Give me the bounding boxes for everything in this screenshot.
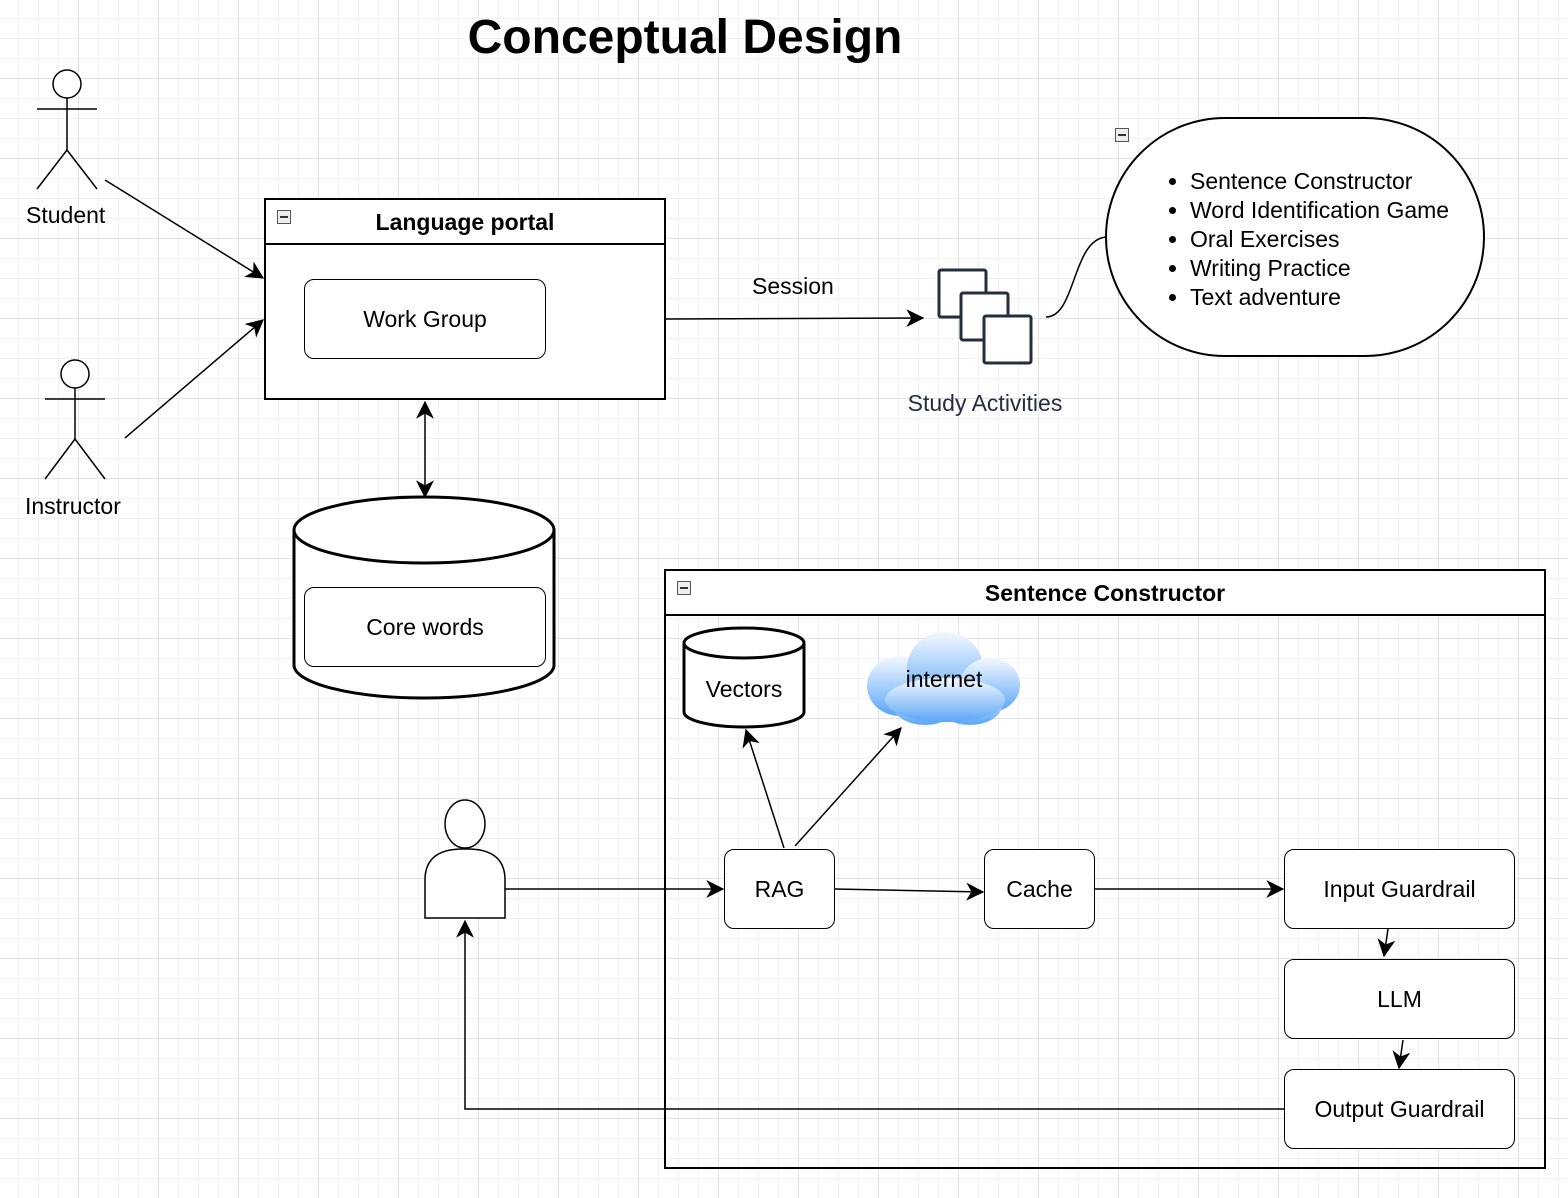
student-actor-icon: [36, 69, 98, 190]
llm-box[interactable]: LLM: [1284, 959, 1515, 1039]
session-arrow: [664, 309, 925, 328]
rag-to-internet-arrow: [794, 727, 902, 847]
internet-cloud-icon: [867, 632, 1020, 725]
cache-box[interactable]: Cache: [984, 849, 1095, 929]
output-guardrail-box[interactable]: Output Guardrail: [1284, 1069, 1515, 1149]
list-item: Oral Exercises: [1190, 225, 1449, 254]
core-words-box[interactable]: Core words: [304, 587, 546, 667]
session-label: Session: [752, 273, 834, 299]
input-guardrail-to-llm-arrow: [1377, 928, 1396, 958]
llm-to-output-guardrail-arrow: [1392, 1039, 1411, 1070]
vectors-database-icon: [682, 626, 806, 729]
collapse-icon[interactable]: [1115, 128, 1129, 142]
sentence-constructor-container[interactable]: Sentence Constructor: [664, 569, 1546, 1169]
study-activities-icon: [937, 268, 1033, 365]
work-group-box[interactable]: Work Group: [304, 279, 546, 359]
collapse-icon[interactable]: [677, 581, 691, 595]
study-activities-list: Sentence Constructor Word Identification…: [1190, 167, 1449, 312]
vectors-label: Vectors: [705, 676, 783, 702]
instructor-label: Instructor: [25, 493, 121, 519]
student-to-portal-arrow: [104, 179, 265, 279]
output-to-user-arrow: [456, 919, 1285, 1110]
study-activities-bubble: Sentence Constructor Word Identification…: [1105, 117, 1485, 357]
instructor-actor-icon: [44, 359, 106, 480]
list-item: Text adventure: [1190, 283, 1449, 312]
activities-to-bubble-connector: [1045, 236, 1107, 318]
collapse-icon[interactable]: [277, 210, 291, 224]
list-item: Word Identification Game: [1190, 196, 1449, 225]
rag-to-cache-arrow: [834, 882, 985, 901]
page-title: Conceptual Design: [467, 11, 903, 64]
sentence-constructor-header: Sentence Constructor: [666, 571, 1544, 616]
rag-box[interactable]: RAG: [724, 849, 835, 929]
internet-label: internet: [905, 666, 983, 692]
language-portal-header: Language portal: [266, 200, 664, 245]
student-label: Student: [26, 202, 106, 228]
language-portal-title: Language portal: [375, 209, 555, 235]
list-item: Sentence Constructor: [1190, 167, 1449, 196]
rag-to-vectors-arrow: [742, 728, 785, 849]
instructor-to-portal-arrow: [124, 319, 264, 439]
list-item: Writing Practice: [1190, 254, 1449, 283]
input-guardrail-box[interactable]: Input Guardrail: [1284, 849, 1515, 929]
user-icon: [424, 799, 506, 919]
sentence-constructor-title: Sentence Constructor: [984, 580, 1226, 606]
study-activities-label: Study Activities: [907, 390, 1063, 416]
